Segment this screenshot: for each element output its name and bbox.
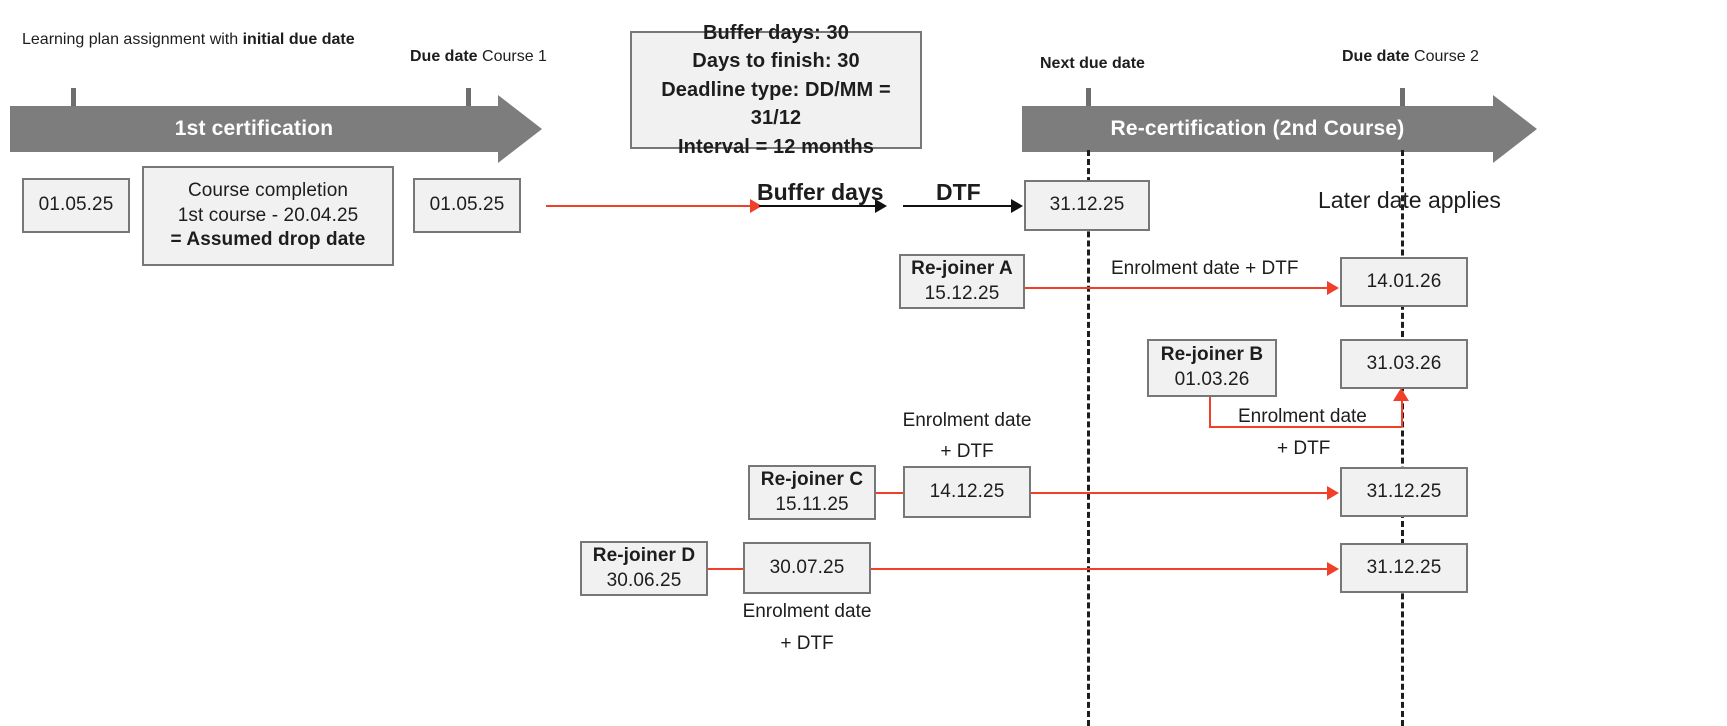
rejoiner-b-box: Re-joiner B 01.03.26 <box>1147 339 1277 397</box>
rejoiner-a-connector-label: Enrolment date + DTF <box>1111 258 1299 279</box>
drop-date-to-buffer-line <box>546 205 751 207</box>
rejoiner-b-line-up <box>1401 399 1403 427</box>
rejoiner-a-date: 15.12.25 <box>924 282 1000 304</box>
rejoiner-d-connector-label-line2: + DTF <box>780 633 834 654</box>
rejoiner-a-arrowhead <box>1327 281 1339 295</box>
course-completion-line1: Course completion <box>187 179 349 201</box>
course-completion-box: Course completion 1st course - 20.04.25 … <box>142 166 394 266</box>
learning-plan-line1: Learning plan <box>22 31 119 48</box>
rejoiner-b-name: Re-joiner B <box>1160 344 1264 366</box>
learning-plan-line3: initial due date <box>242 31 355 48</box>
rejoiner-a-line <box>1025 287 1328 289</box>
rejoiner-a-box: Re-joiner A 15.12.25 <box>899 254 1025 309</box>
learning-plan-assignment-label: Learning plan assignment with initial du… <box>22 30 355 50</box>
dtf-arrowhead <box>1011 199 1023 213</box>
rejoiner-c-connector-label-line1: Enrolment date <box>902 410 1032 431</box>
due-date-course1-line1: Due date <box>410 48 478 65</box>
rejoiner-d-line-mid <box>708 568 744 570</box>
rejoiner-b-result-box: 31.03.26 <box>1340 339 1468 389</box>
assumed-drop-date-value: 01.05.25 <box>429 194 505 216</box>
due-date-course1-label: Due date Course 1 <box>410 47 547 67</box>
learning-plan-line2: assignment with <box>123 31 239 48</box>
buffer-days-arrowhead <box>875 199 887 213</box>
initial-due-date-box: 01.05.25 <box>22 178 130 233</box>
rejoiner-a-result-value: 14.01.26 <box>1366 270 1442 292</box>
rejoiner-c-arrowhead <box>1327 486 1339 500</box>
next-due-date-box: 31.12.25 <box>1024 180 1150 231</box>
rejoiner-c-name: Re-joiner C <box>760 468 864 490</box>
rejoiner-c-mid-box: 14.12.25 <box>903 466 1031 518</box>
rejoiner-d-box: Re-joiner D 30.06.25 <box>580 541 708 596</box>
rejoiner-c-date: 15.11.25 <box>775 493 849 515</box>
rejoiner-b-connector-label-line2: + DTF <box>1277 438 1331 459</box>
rejoiner-d-mid-value: 30.07.25 <box>769 556 845 578</box>
due-date-course2-line1: Due date <box>1342 48 1410 65</box>
next-due-date-guideline <box>1087 150 1090 726</box>
rejoiner-c-box: Re-joiner C 15.11.25 <box>748 465 876 520</box>
rejoiner-c-result-value: 31.12.25 <box>1366 480 1442 502</box>
rejoiner-a-result-box: 14.01.26 <box>1340 257 1468 307</box>
timeline1-end-tick <box>466 88 471 112</box>
timeline-second-arrowhead <box>1493 95 1537 163</box>
timeline-first-label: 1st certification <box>174 117 334 140</box>
course-completion-line2: 1st course - 20.04.25 <box>177 204 359 226</box>
rejoiner-d-result-box: 31.12.25 <box>1340 543 1468 593</box>
timeline-first-arrowhead <box>498 95 542 163</box>
due-date-course2-line2: Course 2 <box>1414 48 1479 65</box>
rejoiner-b-line-down <box>1209 397 1211 427</box>
rejoiner-b-date: 01.03.26 <box>1174 369 1250 390</box>
drop-date-to-buffer-arrowhead <box>750 199 762 213</box>
dtf-line <box>903 205 1012 207</box>
later-date-applies-note: Later date applies <box>1318 187 1501 213</box>
rejoiner-c-line-mid <box>876 492 904 494</box>
timeline1-start-tick <box>71 88 76 112</box>
buffer-days-label: Buffer days <box>757 179 884 205</box>
rejoiner-b-connector-label-line1: Enrolment date <box>1238 406 1367 427</box>
timeline-first-certification: 1st certification <box>10 95 542 163</box>
rejoiner-b-arrowhead <box>1393 388 1409 401</box>
rejoiner-d-mid-box: 30.07.25 <box>743 542 871 594</box>
assumed-drop-date-line: = Assumed drop date <box>170 229 366 251</box>
next-due-date-label: Next due date <box>1040 55 1145 72</box>
timeline2-start-tick <box>1086 88 1091 112</box>
rejoiner-c-connector-label-line2: + DTF <box>940 441 994 462</box>
timeline-second-bar <box>1022 106 1493 152</box>
settings-info-box: Buffer days: 30 Days to finish: 30 Deadl… <box>630 22 922 158</box>
assumed-drop-date-box: 01.05.25 <box>413 178 521 233</box>
due-date-course2-guideline <box>1401 150 1404 726</box>
rejoiner-b-line-across <box>1209 426 1402 428</box>
rejoiner-d-date: 30.06.25 <box>606 569 682 591</box>
next-due-date-value: 31.12.25 <box>1049 194 1125 216</box>
timeline-second-label: Re-certification (2nd Course) <box>1110 117 1405 140</box>
rejoiner-c-result-box: 31.12.25 <box>1340 467 1468 517</box>
initial-due-date-value: 01.05.25 <box>38 194 114 216</box>
buffer-days-line <box>759 205 876 207</box>
info-deadline-type: Deadline type: DD/MM = 31/12 <box>661 78 891 130</box>
info-days-to-finish: Days to finish: 30 <box>692 50 860 73</box>
rejoiner-c-line <box>1031 492 1328 494</box>
rejoiner-c-mid-value: 14.12.25 <box>929 480 1005 502</box>
rejoiner-d-connector-label-line1: Enrolment date <box>742 601 872 622</box>
timeline-recertification: Re-certification (2nd Course) <box>1022 95 1542 163</box>
due-date-course1-line2: Course 1 <box>482 48 547 65</box>
rejoiner-a-name: Re-joiner A <box>911 257 1013 279</box>
info-buffer-days: Buffer days: 30 <box>703 22 849 45</box>
timeline2-end-tick <box>1400 88 1405 112</box>
due-date-course2-label: Due date Course 2 <box>1342 47 1479 67</box>
rejoiner-d-name: Re-joiner D <box>592 544 696 566</box>
rejoiner-d-line <box>871 568 1328 570</box>
rejoiner-b-result-value: 31.03.26 <box>1366 352 1442 374</box>
rejoiner-d-result-value: 31.12.25 <box>1366 556 1442 578</box>
info-interval: Interval = 12 months <box>678 135 874 158</box>
timeline-first-bar <box>10 106 498 152</box>
rejoiner-d-arrowhead <box>1327 562 1339 576</box>
dtf-label: DTF <box>936 179 981 205</box>
